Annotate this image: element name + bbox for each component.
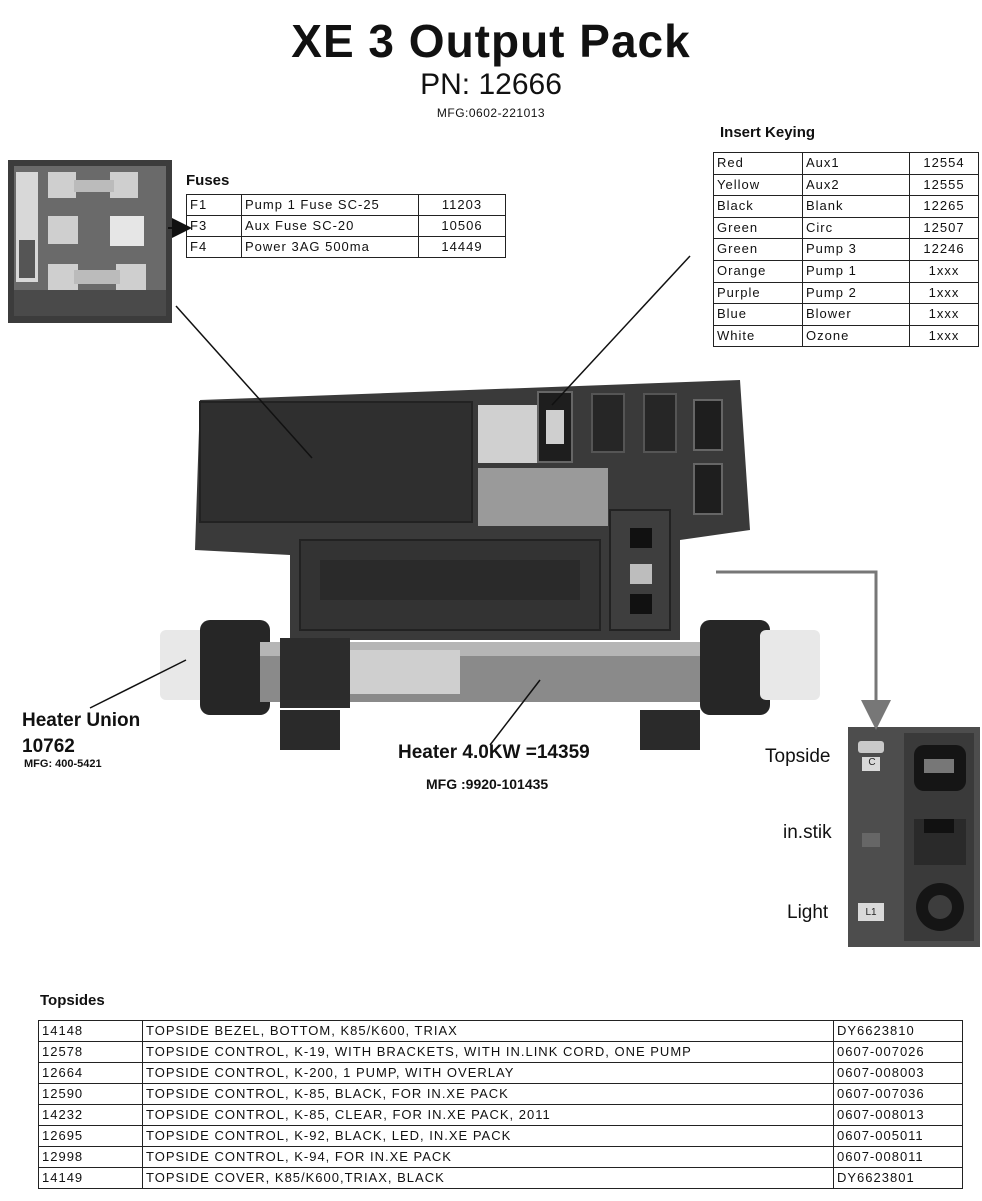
topside-description: TOPSIDE CONTROL, K-85, BLACK, FOR IN.XE … [142,1083,834,1105]
key-part-number: 12265 [909,195,979,218]
key-function: Aux2 [802,173,910,197]
heater-union-callout-line [89,659,187,709]
key-function: Circ [802,216,910,240]
topside-description: TOPSIDE CONTROL, K-19, WITH BRACKETS, WI… [142,1041,834,1063]
topside-description: TOPSIDE COVER, K85/K600,TRIAX, BLACK [142,1167,834,1189]
topside-connector-arrow [716,570,891,730]
topside-mfg-number: 0607-008003 [833,1062,963,1084]
light-connector-badge: L1 [865,907,877,918]
topside-part-number: 12695 [38,1125,143,1147]
topside-part-number: 12664 [38,1062,143,1084]
topside-mfg-number: 0607-008013 [833,1104,963,1126]
fuse-callout-line [175,305,313,459]
key-color: Black [713,195,803,218]
topside-part-number: 12590 [38,1083,143,1105]
topside-connector-badge: C [868,757,876,768]
key-function: Blower [802,303,910,326]
part-number: PN: 12666 [420,68,562,101]
key-function: Ozone [802,324,910,348]
key-function: Pump 2 [802,281,910,305]
topside-description: TOPSIDE CONTROL, K-85, CLEAR, FOR IN.XE … [142,1104,834,1126]
topside-panel-photo: C L1 [848,727,980,947]
insert-keying-heading: Insert Keying [720,124,816,141]
key-color: Red [713,152,803,175]
fuse-box-photo [8,160,172,323]
output-pack-illustration [160,380,820,750]
fuse-description: Pump 1 Fuse SC-25 [241,194,419,216]
topside-mfg-number: DY6623810 [833,1020,963,1042]
key-part-number: 1xxx [909,303,979,326]
topside-mfg-number: 0607-008011 [833,1146,963,1168]
instik-connector-label: in.stik [783,822,832,843]
topsides-heading: Topsides [40,992,105,1009]
fuse-box-illustration [8,160,172,323]
table-row: F4 Power 3AG 500ma 14449 [186,236,506,258]
keying-callout-line [551,255,691,406]
key-color: Blue [713,303,803,326]
topside-description: TOPSIDE CONTROL, K-200, 1 PUMP, WITH OVE… [142,1062,834,1084]
key-color: White [713,324,803,348]
key-color: Green [713,216,803,240]
topside-mfg-number: 0607-007026 [833,1041,963,1063]
heater-union-mfg: MFG: 400-5421 [24,758,102,770]
light-connector-label: Light [787,902,829,923]
key-part-number: 12554 [909,152,979,175]
topside-part-number: 14148 [38,1020,143,1042]
key-color: Yellow [713,173,803,197]
heater-label: Heater 4.0KW =14359 [398,742,590,763]
topside-description: TOPSIDE CONTROL, K-94, FOR IN.XE PACK [142,1146,834,1168]
key-color: Orange [713,259,803,283]
fuse-description: Power 3AG 500ma [241,236,419,258]
topside-part-number: 14232 [38,1104,143,1126]
topside-part-number: 12578 [38,1041,143,1063]
output-pack-photo [160,380,820,760]
key-part-number: 12555 [909,173,979,197]
fuse-part-number: 14449 [418,236,506,258]
topside-connector-label: Topside [765,746,831,767]
key-color: Green [713,238,803,261]
key-part-number: 1xxx [909,324,979,348]
key-part-number: 12507 [909,216,979,240]
heater-mfg: MFG :9920-101435 [426,776,549,792]
fuses-table: F1 Pump 1 Fuse SC-25 11203 F3 Aux Fuse S… [186,194,506,258]
key-function: Blank [802,195,910,218]
key-function: Pump 3 [802,238,910,261]
topside-panel-illustration [848,727,980,947]
page-title: XE 3 Output Pack [291,15,691,67]
topside-mfg-number: DY6623801 [833,1167,963,1189]
topside-part-number: 12998 [38,1146,143,1168]
topside-mfg-number: 0607-005011 [833,1125,963,1147]
heater-union-label: Heater Union [22,710,141,731]
topside-description: TOPSIDE BEZEL, BOTTOM, K85/K600, TRIAX [142,1020,834,1042]
topside-part-number: 14149 [38,1167,143,1189]
mfg-number: MFG:0602-221013 [436,106,546,120]
fuses-heading: Fuses [186,172,230,189]
heater-union-part-number: 10762 [22,736,75,757]
heater-callout-line [489,679,541,746]
topside-description: TOPSIDE CONTROL, K-92, BLACK, LED, IN.XE… [142,1125,834,1147]
topside-mfg-number: 0607-007036 [833,1083,963,1105]
